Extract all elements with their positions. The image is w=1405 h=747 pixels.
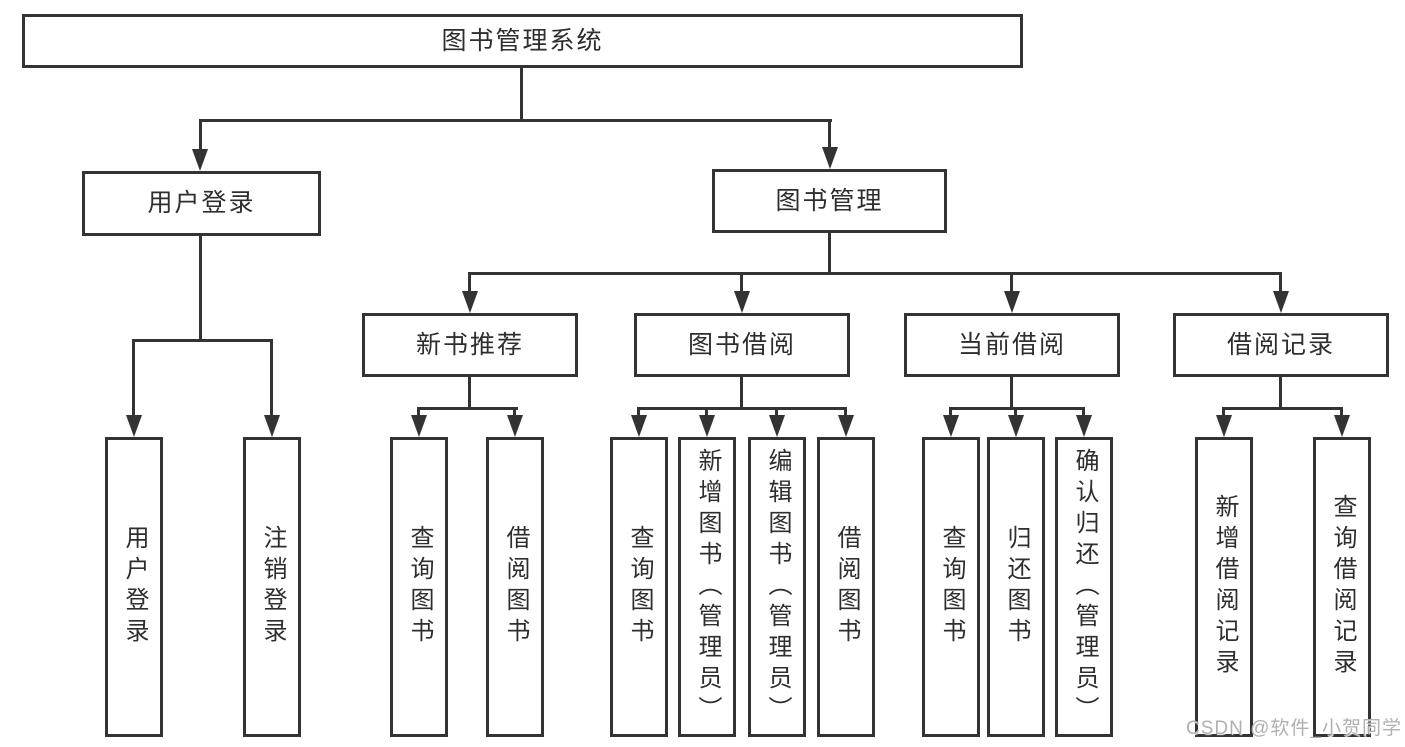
arrowhead-down [411,415,427,437]
node-book-management: 图书管理 [712,169,947,233]
connector-horizontal [637,407,847,410]
leaf-user-login: 用户登录 [105,437,163,737]
arrowhead-down [1273,291,1289,313]
leaf-query-borrow-record: 查询借阅记录 [1313,437,1371,737]
arrowhead-down [769,415,785,437]
node-book-borrowing: 图书借阅 [634,313,850,377]
connector-to-book-management [828,119,831,151]
arrowhead-down [838,415,854,437]
leaf-add-book-admin: 新增图书（管理员） [678,437,736,737]
connector-book-management-drop [828,233,831,275]
connector-stem [775,407,778,418]
connector-level1-horizontal [199,119,832,122]
arrowhead-down [822,147,838,169]
arrowhead-down [1334,415,1350,437]
arrowhead-down [1004,291,1020,313]
connector-stem [705,407,708,418]
connector-stem [740,272,743,294]
node-new-book-recommendation: 新书推荐 [362,313,578,377]
connector-stem [468,272,471,294]
leaf-return-book: 归还图书 [987,437,1045,737]
connector-stem [1222,407,1225,418]
leaf-confirm-return-admin: 确认归还（管理员） [1055,437,1113,737]
node-user-login: 用户登录 [82,171,321,236]
connector-stem [949,407,952,418]
connector-level2-horizontal [468,272,1282,275]
connector-stem [637,407,640,418]
connector-drop [468,377,471,410]
arrowhead-down [631,415,647,437]
arrowhead-down [462,291,478,313]
arrowhead-down [1216,415,1232,437]
leaf-query-books-borrowing: 查询图书 [610,437,668,737]
connector-stem [1014,407,1017,418]
connector-stem [270,339,273,419]
csdn-watermark: CSDN @软件_小贺同学 [1186,718,1402,739]
leaf-add-borrow-record: 新增借阅记录 [1195,437,1253,737]
connector-drop [740,377,743,410]
connector-root-drop [520,68,523,121]
arrowhead-down [734,291,750,313]
connector-stem [1340,407,1343,418]
arrowhead-down [507,415,523,437]
connector-stem [417,407,420,418]
connector-horizontal [417,407,518,410]
connector-stem [132,339,135,419]
node-current-borrowing: 当前借阅 [904,313,1120,377]
connector-stem [1010,272,1013,294]
connector-stem [513,407,516,418]
leaf-borrow-books-recommend: 借阅图书 [486,437,544,737]
arrowhead-down [1076,415,1092,437]
connector-horizontal [949,407,1085,410]
arrowhead-down [264,415,280,437]
connector-horizontal [1222,407,1343,410]
connector-to-user-login [199,119,202,153]
connector-drop [1010,377,1013,410]
leaf-query-books-recommend: 查询图书 [390,437,448,737]
arrowhead-down [126,415,142,437]
connector-stem [1279,272,1282,294]
leaf-query-books-current: 查询图书 [922,437,980,737]
node-borrowing-records: 借阅记录 [1173,313,1389,377]
arrowhead-down [699,415,715,437]
connector-stem [1082,407,1085,418]
arrowhead-down [192,149,208,171]
arrowhead-down [943,415,959,437]
connector-drop [1279,377,1282,410]
leaf-borrow-books-borrowing: 借阅图书 [817,437,875,737]
leaf-edit-book-admin: 编辑图书（管理员） [748,437,806,737]
connector-user-login-horizontal [132,339,273,342]
connector-stem [844,407,847,418]
arrowhead-down [1008,415,1024,437]
node-library-system: 图书管理系统 [22,14,1023,68]
connector-user-login-drop [199,236,202,342]
leaf-logout: 注销登录 [243,437,301,737]
